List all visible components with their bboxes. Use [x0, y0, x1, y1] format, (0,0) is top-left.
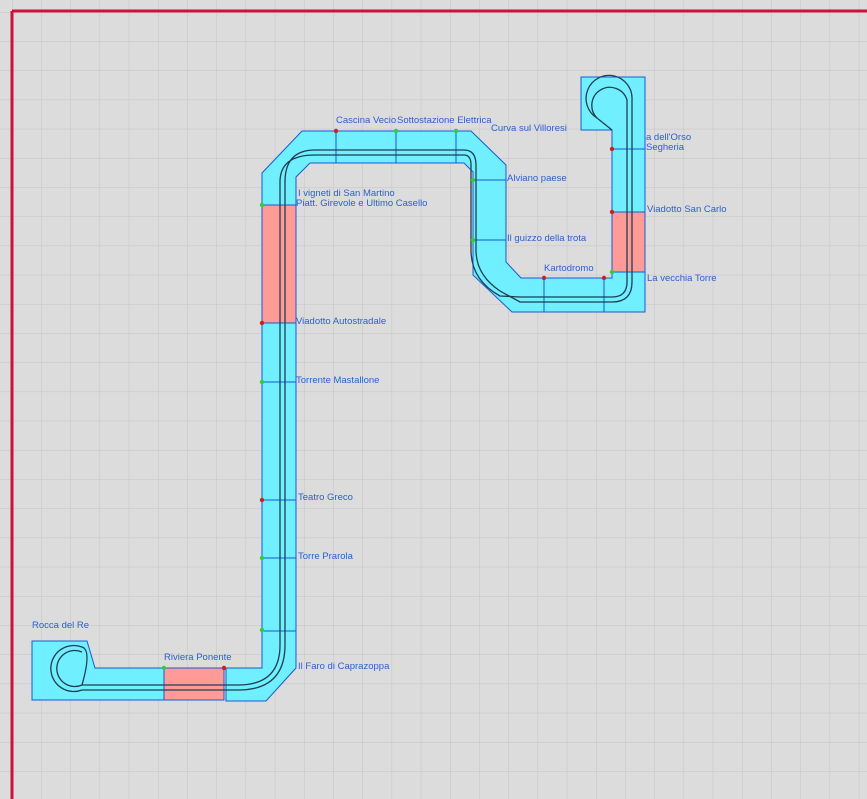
module-teatro[interactable] — [261, 499, 297, 559]
track-rails — [50, 74, 633, 693]
module-sottostazione[interactable] — [395, 130, 457, 164]
module-torrente[interactable] — [261, 381, 297, 501]
joint-dot — [601, 275, 607, 281]
label-segheria: Segheria — [646, 142, 685, 153]
joint-dot — [453, 128, 459, 134]
module-kartodromo[interactable] — [543, 277, 605, 313]
label-viadotto-sc: Viadotto San Carlo — [647, 204, 727, 215]
module-torre-prarola[interactable] — [261, 557, 297, 632]
module-viadotto-auto[interactable] — [261, 322, 297, 383]
label-cascina: Cascina Vecio — [336, 115, 396, 126]
track-loop-left-inner — [56, 649, 83, 688]
label-rocca: Rocca del Re — [32, 620, 89, 631]
module-segheria[interactable] — [611, 148, 646, 213]
module-joints — [163, 131, 645, 700]
joint-dot — [393, 128, 399, 134]
label-vigneti: I vigneti di San Martino — [298, 188, 395, 199]
label-vecchia-torre: La vecchia Torre — [647, 273, 717, 284]
module-faro[interactable] — [225, 630, 297, 702]
module-cascina[interactable] — [335, 130, 397, 164]
label-curva: Curva sul Villoresi — [491, 123, 567, 134]
label-sottostazione: Sottostazione Elettrica — [397, 115, 492, 126]
joint-dot — [333, 128, 339, 134]
label-kartodromo: Kartodromo — [544, 263, 594, 274]
module-viadotto-sc[interactable] — [611, 211, 646, 273]
label-torrente: Torrente Mastallone — [296, 375, 379, 386]
label-teatro: Teatro Greco — [298, 492, 353, 503]
joint-dot — [259, 202, 265, 208]
joint-dot — [470, 177, 476, 183]
module-alviano[interactable] — [472, 179, 507, 241]
joint-dot — [259, 497, 265, 503]
joint-dot — [259, 379, 265, 385]
label-faro: Il Faro di Caprazoppa — [298, 661, 390, 672]
label-viadotto-auto: Viadotto Autostradale — [296, 316, 386, 327]
label-riviera: Riviera Ponente — [164, 652, 232, 663]
module-riviera[interactable] — [163, 667, 225, 701]
module-piatt[interactable] — [261, 204, 297, 324]
label-guizzo: Il guizzo della trota — [507, 233, 587, 244]
label-alviano: Alviano paese — [507, 173, 567, 184]
joint-dot — [470, 237, 476, 243]
joint-markers — [161, 128, 615, 671]
joint-dot — [541, 275, 547, 281]
joint-dot — [259, 555, 265, 561]
joint-dot — [609, 269, 615, 275]
joint-dot — [161, 665, 167, 671]
station-labels: Rocca del Re Riviera Ponente Il Faro di … — [32, 115, 727, 672]
track-rail-inner — [82, 86, 628, 686]
joint-dot — [609, 146, 615, 152]
label-torre-prarola: Torre Prarola — [298, 551, 354, 562]
joint-dot — [259, 320, 265, 326]
track-modules — [31, 76, 646, 702]
joint-dot — [221, 665, 227, 671]
track-loop-left — [50, 644, 88, 693]
label-orso: a dell'Orso — [646, 132, 691, 143]
joint-dot — [609, 209, 615, 215]
track-rail-outer — [82, 74, 633, 691]
joint-dot — [259, 627, 265, 633]
label-piatt: Piatt. Girevole e Ultimo Casello — [296, 198, 427, 209]
